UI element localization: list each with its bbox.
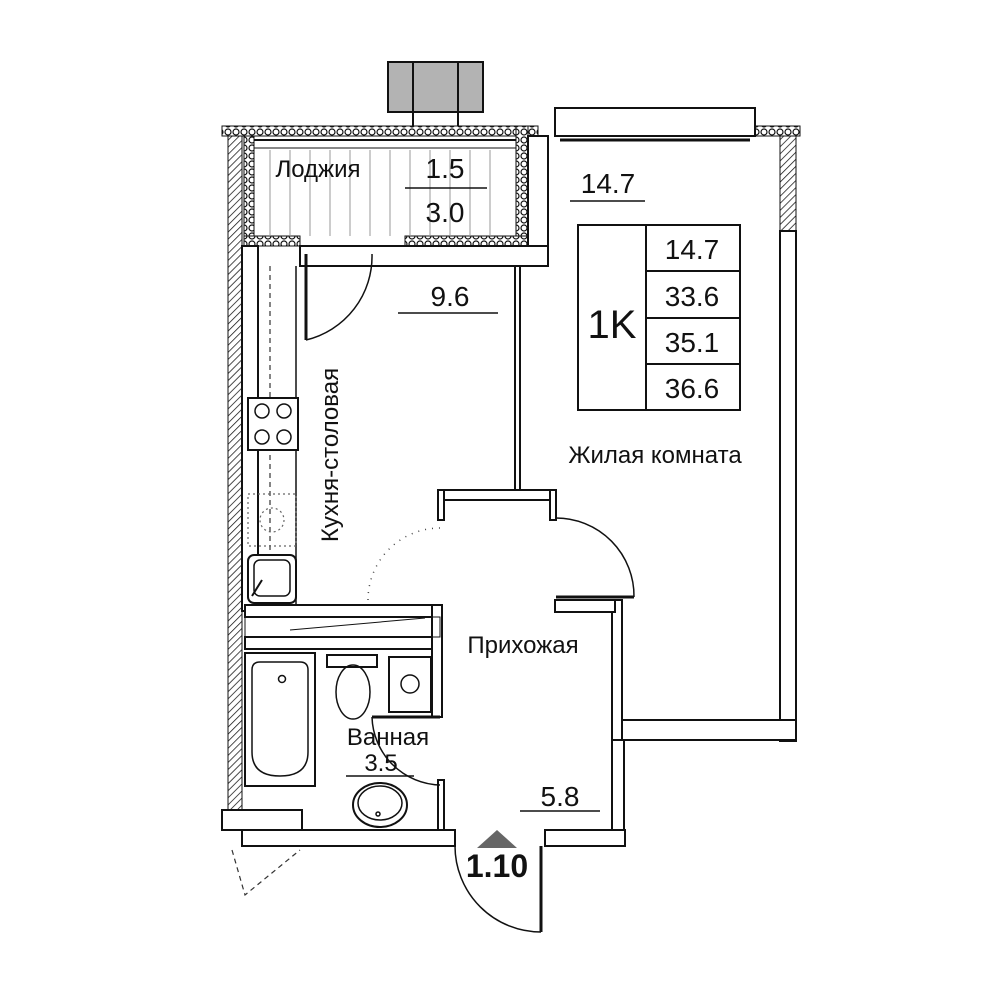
hall-label: Прихожая: [467, 632, 578, 659]
loggia-area: 1.5: [426, 153, 465, 184]
bathtub-icon: [244, 652, 316, 787]
sink-icon: [247, 554, 297, 604]
washbasin-icon: [352, 782, 408, 828]
dishwasher-icon: [247, 493, 297, 547]
apartment-number: 1.10: [466, 848, 528, 884]
bath-area: 3.5: [364, 750, 397, 777]
hall-area: 5.8: [541, 781, 580, 812]
exterior-walls: [221, 125, 801, 847]
loggia-floor-lines: [269, 150, 491, 236]
kitchen-label: Кухня-столовая: [317, 368, 344, 542]
kitchen-area: 9.6: [431, 281, 470, 312]
area-summary: 1K 14.7 33.6 35.1 36.6: [577, 224, 741, 411]
summary-total-with-loggia: 36.6: [665, 373, 720, 404]
summary-total-reduced: 35.1: [665, 327, 720, 358]
window: [554, 107, 756, 142]
apartment-type: 1K: [588, 303, 637, 347]
washing-machine-icon: [388, 656, 432, 713]
loggia-label: Лоджия: [275, 156, 360, 183]
living-area: 14.7: [581, 168, 636, 199]
entrance-marker-icon: [477, 830, 517, 848]
loggia-area-full: 3.0: [426, 197, 465, 228]
stove-icon: [247, 397, 299, 451]
toilet-icon: [326, 654, 378, 720]
ventilation-shaft: [244, 616, 441, 638]
summary-total-area: 33.6: [665, 281, 720, 312]
interior-walls: [244, 265, 557, 831]
summary-living-area: 14.7: [665, 234, 720, 265]
living-label: Жилая комната: [568, 442, 742, 469]
doors: [231, 253, 635, 933]
ac-unit-icon: [387, 61, 484, 130]
loggia-glazing: [254, 139, 516, 149]
bath-label: Ванная: [347, 724, 429, 751]
